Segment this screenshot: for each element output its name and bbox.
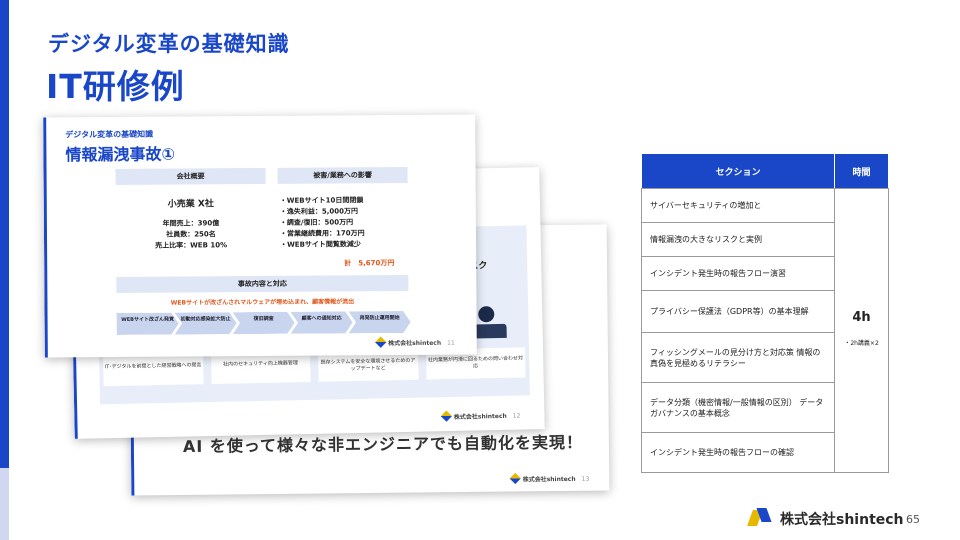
curriculum-table: セクション 時間 サイバーセキュリティの増加と 4h ・2h講義×2 情報漏洩の…	[640, 153, 889, 473]
impact-total: 計 5,670万円	[344, 259, 395, 268]
impact-item: ・WEBサイト閲覧数減少	[280, 240, 361, 249]
slide-title: IT研修例	[46, 67, 185, 106]
page-number: 65	[906, 513, 920, 526]
brand-name: 株式会社shintech	[780, 512, 904, 528]
company-stats: 年間売上：390億 社員数：250名 売上比率：WEB 10%	[116, 218, 266, 252]
brand-footer: 株式会社shintech	[747, 508, 904, 530]
table-row: サイバーセキュリティの増加と 4h ・2h講義×2	[640, 188, 889, 473]
thumbnail-slide-11: デジタル変革の基礎知識 情報漏洩事故① 会社概要 被害/業務への影響 小売業 X…	[43, 114, 477, 358]
left-accent-bar-light	[0, 468, 9, 540]
section-cell: サイバーセキュリティの増加と	[640, 188, 836, 223]
incident-step: 再発防止運用開始	[349, 311, 411, 333]
incident-step: 復旧調査	[233, 312, 295, 334]
incident-steps: WEBサイト改ざん発覚 初動対応感染拡大防止 復旧調査 顧客への通知対応 再発防…	[117, 311, 407, 335]
time-cell: 4h ・2h講義×2	[834, 188, 889, 473]
table-row: データ分類（機密情報/一般情報の区別） データガバナンスの基本概念	[640, 382, 889, 433]
thumbnail-title: 情報漏洩事故①	[65, 144, 176, 165]
thumbnail-card: 社内のセキュリティ向上機器管理	[210, 351, 311, 385]
brand-logo-icon	[375, 336, 387, 348]
brand-logo-icon	[510, 472, 522, 485]
impact-item: ・営業継続費用：170万円	[279, 229, 365, 238]
table-row: インシデント発生時の報告フローの確認	[640, 432, 889, 473]
company-name: 小売業 X社	[167, 199, 214, 210]
thumbnail-accent	[43, 117, 48, 358]
table-row: フィッシングメールの見分け方と対応策 情報の真偽を見極めるリテラシー	[640, 332, 889, 383]
incident-step: WEBサイト改ざん発覚	[117, 313, 179, 335]
section-column-header: セクション	[640, 153, 836, 189]
section-cell: プライバシー保護法（GDPR等）の基本理解	[640, 290, 836, 333]
time-total: 4h	[852, 310, 871, 325]
section-cell: インシデント発生時の報告フローの確認	[640, 432, 836, 473]
thumbnail-card: IT･デジタルを前提とした経営戦略への提言	[103, 354, 204, 387]
section-cell: データ分類（機密情報/一般情報の区別） データガバナンスの基本概念	[640, 382, 836, 433]
incident-text: WEBサイトが改ざんされマルウェアが埋め込まれ、顧客情報が流出	[170, 298, 355, 307]
section-cell: フィッシングメールの見分け方と対応策 情報の真偽を見極めるリテラシー	[640, 332, 836, 383]
thumbnail-subtitle: デジタル変革の基礎知識	[65, 129, 154, 140]
impact-item: ・WEBサイト10日間閉鎖	[279, 196, 364, 205]
time-column-header: 時間	[834, 153, 889, 189]
table-header-row: セクション 時間	[640, 153, 889, 189]
impact-header: 被害/業務への影響	[277, 166, 408, 184]
section-cell: 情報漏洩の大きなリスクと実例	[640, 222, 836, 257]
slide-subtitle: デジタル変革の基礎知識	[48, 32, 290, 56]
impact-item: ・調査/復旧：500万円	[279, 218, 354, 227]
impact-item: ・逸失利益：5,000万円	[279, 207, 359, 216]
impact-list: ・WEBサイト10日間閉鎖 ・逸失利益：5,000万円 ・調査/復旧：500万円…	[280, 195, 365, 251]
section-cell: インシデント発生時の報告フロー演習	[640, 256, 836, 291]
brand-logo-icon	[441, 410, 453, 422]
incident-step: 顧客への通知対応	[291, 311, 353, 333]
company-stat: 売上比率：WEB 10%	[155, 241, 228, 250]
shintech-logo-icon	[747, 508, 772, 530]
company-overview-header: 会社概要	[115, 167, 266, 186]
left-accent-bar	[0, 0, 9, 540]
incident-header: 事故内容と対応	[116, 274, 409, 294]
incident-step: 初動対応感染拡大防止	[175, 312, 237, 334]
time-note: ・2h講義×2	[844, 340, 879, 347]
